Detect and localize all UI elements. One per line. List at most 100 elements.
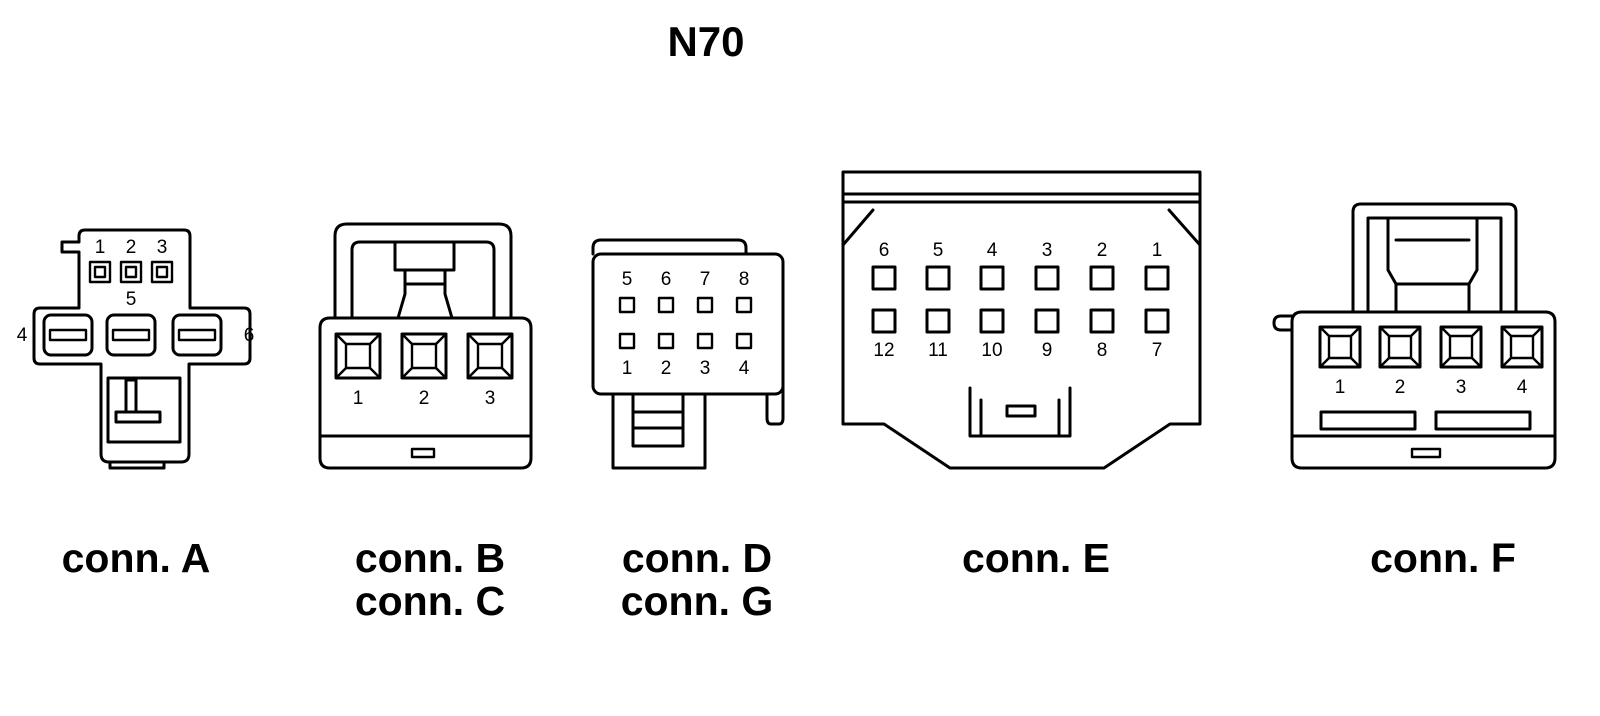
pin-label: 2 — [1097, 240, 1108, 261]
connector-dg-back-lip — [591, 238, 748, 256]
connector-e-caption: conn. E — [962, 535, 1110, 581]
pin-label: 5 — [126, 289, 137, 310]
connector-e-pin-cell-1 — [1144, 265, 1170, 291]
pin-label: 3 — [157, 237, 168, 258]
pin-label: 3 — [1042, 240, 1053, 261]
connector-f-side-tab — [1272, 314, 1294, 332]
connector-d-caption: conn. D — [622, 535, 772, 581]
connector-e-pin-cell-10 — [979, 308, 1005, 334]
connector-f-pin-cell-1 — [1318, 325, 1362, 369]
connector-bc-lock-inner — [350, 240, 496, 320]
connector-e-pin-cell-2 — [1089, 265, 1115, 291]
pin-label: 6 — [879, 240, 890, 261]
pin-label: 2 — [419, 388, 430, 409]
connector-f-lock-inner — [1366, 216, 1503, 314]
connector-f-key — [1410, 447, 1442, 459]
connector-dg-pin-cell-4 — [735, 332, 753, 350]
connector-e-pin-cell-11 — [925, 308, 951, 334]
connector-e-pin-cell-7 — [1144, 308, 1170, 334]
connector-f: 1 2 3 4 — [1272, 202, 1557, 470]
connector-f-lock-outer — [1351, 202, 1518, 314]
connector-e-corner-chamfers — [841, 208, 1202, 247]
connector-f-slot-left — [1319, 410, 1417, 431]
pin-label: 5 — [622, 269, 633, 290]
connector-a-pin-cell-6 — [171, 313, 223, 357]
connector-e-latch — [968, 386, 1072, 438]
pin-label: 1 — [353, 388, 364, 409]
connector-bc: 1 2 3 — [318, 222, 533, 470]
pin-label: 1 — [1152, 240, 1163, 261]
pin-label: 4 — [987, 240, 998, 261]
connector-f-lock-tab — [1386, 216, 1479, 314]
pin-label: 1 — [1335, 377, 1346, 398]
pin-label: 11 — [928, 340, 948, 361]
pin-label: 1 — [95, 237, 106, 258]
connector-a-pin-cell-1 — [88, 260, 112, 284]
connector-dg-pin-cell-7 — [696, 296, 714, 314]
connector-dg-pin-cell-6 — [657, 296, 675, 314]
pin-label: 1 — [622, 358, 633, 379]
connector-b-caption: conn. B — [355, 535, 505, 581]
connector-a-housing — [32, 228, 252, 464]
connector-a-latch-key — [114, 378, 162, 424]
connector-bc-lock-stem — [396, 268, 454, 320]
pin-label: 2 — [1395, 377, 1406, 398]
connector-a-tab — [108, 460, 166, 470]
connector-bc-key — [410, 447, 436, 459]
connector-a-pin-cell-5 — [105, 313, 157, 357]
pin-label: 8 — [1097, 340, 1108, 361]
connector-bc-pin-cell-1 — [334, 332, 382, 380]
pin-label: 5 — [933, 240, 944, 261]
connector-e-pin-cell-6 — [871, 265, 897, 291]
connector-e-pin-cell-3 — [1034, 265, 1060, 291]
connector-a-pin-cell-4 — [42, 313, 94, 357]
connector-e: 6 5 4 3 2 1 12 11 10 9 8 7 — [841, 170, 1202, 470]
connector-e-housing — [841, 170, 1202, 470]
connector-a-caption: conn. A — [62, 535, 211, 581]
pin-label: 3 — [1456, 377, 1467, 398]
connector-e-pin-cell-4 — [979, 265, 1005, 291]
pin-label: 7 — [1152, 340, 1163, 361]
connector-a-latch — [106, 376, 182, 444]
connector-f-caption: conn. F — [1370, 535, 1516, 581]
connector-e-pin-cell-9 — [1034, 308, 1060, 334]
pin-label: 2 — [126, 237, 137, 258]
connector-dg-pin-cell-8 — [735, 296, 753, 314]
connector-f-slot-right — [1434, 410, 1532, 431]
connector-dg-housing — [591, 252, 785, 396]
pin-label: 3 — [485, 388, 496, 409]
connector-c-caption: conn. C — [355, 578, 505, 624]
diagram-title: N70 — [667, 18, 744, 65]
pin-label: 8 — [739, 269, 750, 290]
connector-a-pin-cell-2 — [119, 260, 143, 284]
pin-label: 6 — [661, 269, 672, 290]
pin-label: 4 — [739, 358, 750, 379]
connector-dg: 5 6 7 8 1 2 3 4 — [591, 238, 785, 470]
connector-dg-lower-body — [611, 392, 707, 470]
connector-bc-lock-outer — [333, 222, 513, 320]
pin-label: 3 — [700, 358, 711, 379]
connector-dg-pin-cell-5 — [618, 296, 636, 314]
connector-bc-pin-cell-2 — [400, 332, 448, 380]
connector-e-top-rails — [841, 192, 1202, 204]
connector-dg-pin-cell-3 — [696, 332, 714, 350]
connector-e-pin-cell-5 — [925, 265, 951, 291]
connector-e-pin-cell-8 — [1089, 308, 1115, 334]
connector-dg-pin-cell-1 — [618, 332, 636, 350]
connector-bc-lock-tab — [393, 240, 456, 272]
pin-label: 4 — [1517, 377, 1528, 398]
connector-e-pin-cell-12 — [871, 308, 897, 334]
pin-label: 7 — [700, 269, 711, 290]
pin-label: 9 — [1042, 340, 1053, 361]
connector-f-pin-cell-4 — [1500, 325, 1544, 369]
pin-label: 10 — [981, 340, 1002, 361]
pin-label: 12 — [873, 340, 894, 361]
connector-dg-side-latch — [765, 376, 785, 426]
connector-g-caption: conn. G — [621, 578, 774, 624]
connector-dg-pin-cell-2 — [657, 332, 675, 350]
connector-f-pin-cell-2 — [1378, 325, 1422, 369]
connector-e-latch-key — [1005, 404, 1037, 418]
connector-a: 1 2 3 4 5 6 — [17, 228, 254, 470]
pin-label: 2 — [661, 358, 672, 379]
